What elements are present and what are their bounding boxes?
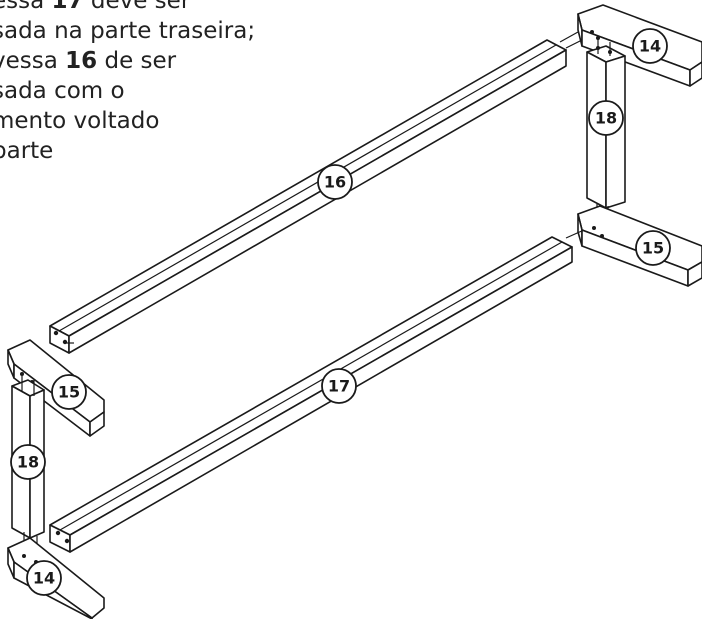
callout-15-left: 15 [51, 374, 87, 410]
instruction-line-5: mento voltado [0, 108, 160, 134]
foot-15-right [565, 205, 702, 287]
beam-17 [49, 236, 573, 553]
callout-14-bottom: 14 [26, 560, 62, 596]
instruction-text: de ser [97, 48, 177, 74]
callout-label: 18 [17, 453, 39, 472]
instruction-line-6: parte [0, 138, 54, 164]
callout-17: 17 [321, 368, 357, 404]
callout-18-left: 18 [10, 444, 46, 480]
callout-label: 15 [58, 383, 80, 402]
instruction-text: vessa [0, 48, 58, 74]
callout-label: 17 [328, 377, 350, 396]
callout-16: 16 [317, 164, 353, 200]
instruction-text: essa [0, 0, 45, 14]
callout-label: 16 [324, 173, 346, 192]
callout-18-right: 18 [588, 100, 624, 136]
callout-label: 15 [642, 239, 664, 258]
instruction-line-2: sada na parte traseira; [0, 18, 256, 44]
instruction-line-3: vessa 16 de ser [0, 46, 332, 76]
part-number-ref: 16 [65, 48, 98, 74]
instruction-line-4: sada com o [0, 78, 125, 104]
beam-16 [49, 39, 567, 354]
part-number-ref: 17 [51, 0, 84, 14]
assembly-instructions: essa 17 deve ser sada na parte traseira;… [0, 0, 332, 166]
callout-14-top: 14 [632, 28, 668, 64]
callout-label: 14 [33, 569, 55, 588]
foot-14-top-right [559, 4, 702, 87]
callout-label: 18 [595, 109, 617, 128]
callout-label: 14 [639, 37, 661, 56]
callout-15-right: 15 [635, 230, 671, 266]
instruction-line-1: essa 17 deve ser [0, 0, 332, 16]
instruction-text: deve ser [83, 0, 191, 14]
